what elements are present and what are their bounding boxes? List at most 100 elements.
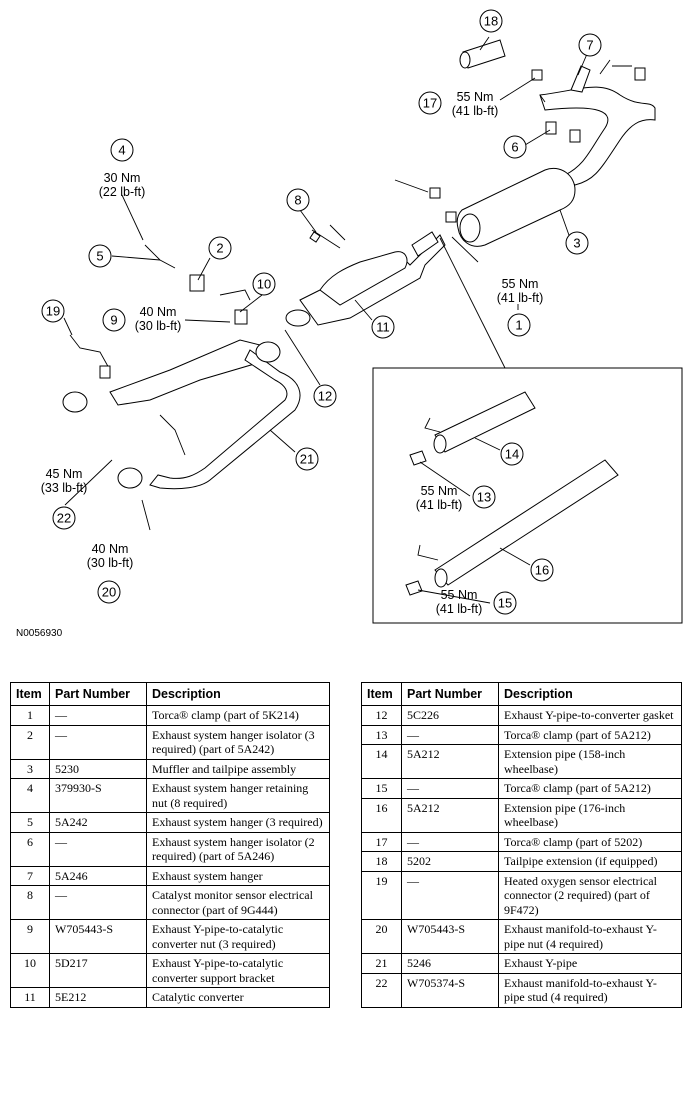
callout-1: 1	[507, 313, 531, 337]
svg-text:21: 21	[300, 452, 314, 467]
part-number-cell: —	[401, 832, 499, 852]
torque-17-nm: 55 Nm	[457, 90, 494, 104]
callout-11: 11	[371, 315, 395, 339]
callout-2: 2	[208, 236, 232, 260]
catalyst-monitor-sensor	[309, 224, 346, 249]
callout-21: 21	[295, 447, 319, 471]
svg-text:1: 1	[515, 318, 522, 333]
header-description: Description	[498, 682, 682, 706]
part-number-cell: W705374-S	[401, 973, 499, 1008]
parts-table-left: Item Part Number Description 1—Torca® cl…	[10, 682, 330, 1008]
part-number-cell: 379930-S	[49, 778, 147, 813]
callout-10: 10	[252, 272, 276, 296]
description-cell: Catalytic converter	[146, 987, 330, 1008]
extension-pipe-176	[405, 459, 619, 596]
torque-13-nm: 55 Nm	[421, 484, 458, 498]
tailpipe-extension	[459, 39, 506, 69]
description-cell: Exhaust system hanger	[146, 866, 330, 886]
exhaust-y-pipe	[62, 339, 301, 490]
item-cell: 8	[10, 885, 50, 920]
table-row: 8—Catalyst monitor sensor electrical con…	[10, 885, 330, 920]
part-number-cell: —	[49, 885, 147, 920]
svg-text:20: 20	[102, 585, 116, 600]
svg-text:22: 22	[57, 511, 71, 526]
torque-9-nm: 40 Nm	[140, 305, 177, 319]
header-description: Description	[146, 682, 330, 706]
part-number-cell: 5230	[49, 759, 147, 779]
torque-4-nm: 30 Nm	[104, 171, 141, 185]
callout-13: 13	[472, 485, 496, 509]
callout-19: 19	[41, 299, 65, 323]
torque-labels: 30 Nm (22 lb-ft) 55 Nm (41 lb-ft) 40 Nm …	[41, 90, 544, 616]
callout-3: 3	[565, 231, 589, 255]
part-number-cell: 5E212	[49, 987, 147, 1008]
torque-17-lbft: (41 lb-ft)	[452, 104, 499, 118]
svg-text:6: 6	[511, 140, 518, 155]
item-cell: 22	[361, 973, 402, 1008]
description-cell: Extension pipe (176-inch wheelbase)	[498, 798, 682, 833]
torque-1-nm: 55 Nm	[502, 277, 539, 291]
tailpipe	[531, 59, 656, 186]
svg-text:17: 17	[423, 96, 437, 111]
table-row: 17—Torca® clamp (part of 5202)	[361, 832, 682, 852]
item-cell: 17	[361, 832, 402, 852]
table-row: 13—Torca® clamp (part of 5A212)	[361, 725, 682, 745]
part-number-cell: 5D217	[49, 953, 147, 988]
callout-15: 15	[493, 591, 517, 615]
description-cell: Heated oxygen sensor electrical connecto…	[498, 871, 682, 920]
svg-text:12: 12	[318, 389, 332, 404]
item-cell: 11	[10, 987, 50, 1008]
part-number-cell: 5A246	[49, 866, 147, 886]
svg-text:10: 10	[257, 277, 271, 292]
item-cell: 5	[10, 812, 50, 833]
callout-12: 12	[313, 384, 337, 408]
item-cell: 21	[361, 953, 402, 974]
svg-text:13: 13	[477, 490, 491, 505]
svg-text:7: 7	[586, 38, 593, 53]
catalytic-converter	[285, 231, 446, 327]
item-cell: 7	[10, 866, 50, 886]
description-cell: Exhaust Y-pipe-to-catalytic converter su…	[146, 953, 330, 988]
description-cell: Exhaust manifold-to-exhaust Y-pipe nut (…	[498, 919, 682, 954]
description-cell: Muffler and tailpipe assembly	[146, 759, 330, 779]
svg-text:3: 3	[573, 236, 580, 251]
callout-7: 7	[578, 33, 602, 57]
description-cell: Torca® clamp (part of 5A212)	[498, 778, 682, 799]
hangers-front	[144, 244, 251, 325]
description-cell: Exhaust Y-pipe-to-catalytic converter nu…	[146, 919, 330, 954]
description-cell: Tailpipe extension (if equipped)	[498, 851, 682, 872]
torque-15-nm: 55 Nm	[441, 588, 478, 602]
description-cell: Exhaust manifold-to-exhaust Y-pipe stud …	[498, 973, 682, 1008]
svg-text:2: 2	[216, 241, 223, 256]
part-number-cell: W705443-S	[49, 919, 147, 954]
figure-id: N0056930	[16, 628, 63, 639]
table-row: 15—Torca® clamp (part of 5A212)	[361, 778, 682, 799]
torque-15-lbft: (41 lb-ft)	[436, 602, 483, 616]
svg-text:9: 9	[110, 313, 117, 328]
torque-20-nm: 40 Nm	[92, 542, 129, 556]
item-cell: 16	[361, 798, 402, 833]
header-part-number: Part Number	[401, 682, 499, 706]
description-cell: Catalyst monitor sensor electrical conne…	[146, 885, 330, 920]
callout-18: 18	[479, 9, 503, 33]
callout-9: 9	[102, 308, 126, 332]
item-cell: 15	[361, 778, 402, 799]
part-number-cell: —	[49, 832, 147, 867]
torque-13-lbft: (41 lb-ft)	[416, 498, 463, 512]
part-number-cell: 5A212	[401, 744, 499, 779]
muffler	[394, 167, 576, 247]
callout-8: 8	[286, 188, 310, 212]
torque-20-lbft: (30 lb-ft)	[87, 556, 134, 570]
part-number-cell: 5A242	[49, 812, 147, 833]
extension-pipe-158	[409, 391, 536, 466]
